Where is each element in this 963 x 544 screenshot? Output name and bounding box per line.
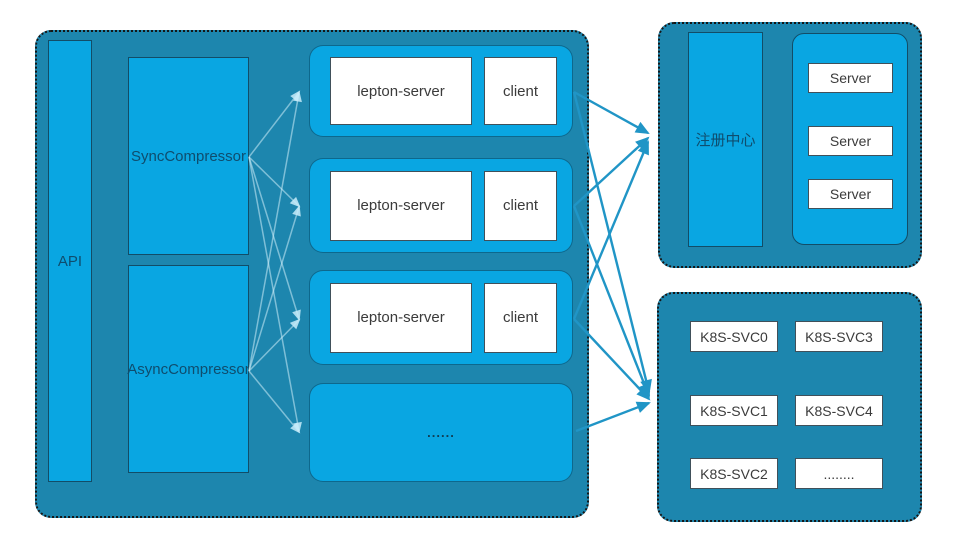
lepton-server-label: lepton-server — [357, 309, 445, 326]
async-compressor-label: AsyncCompressor — [127, 360, 250, 378]
ellipsis-row: ...... — [309, 383, 573, 482]
worker-row-2: lepton-server client — [309, 158, 573, 253]
k8s-service-box-svc3: K8S-SVC3 — [795, 321, 883, 352]
k8s-service-box-svc4: K8S-SVC4 — [795, 395, 883, 426]
k8s-service-box-more: ........ — [795, 458, 883, 489]
server-box-1: Server — [808, 63, 893, 93]
api-box: API — [48, 40, 92, 482]
server-box-2: Server — [808, 126, 893, 156]
k8s-service-label: K8S-SVC3 — [805, 328, 873, 345]
k8s-panel: K8S-SVC0 K8S-SVC3 K8S-SVC1 K8S-SVC4 K8S-… — [657, 292, 922, 522]
k8s-service-box-svc0: K8S-SVC0 — [690, 321, 778, 352]
registry-center-box: 注册中心 — [688, 32, 763, 247]
lepton-server-label: lepton-server — [357, 82, 445, 100]
sync-compressor-label: SyncCompressor — [130, 147, 247, 165]
client-box: client — [484, 57, 557, 125]
server-label: Server — [829, 186, 872, 202]
k8s-service-label: K8S-SVC1 — [700, 402, 768, 419]
k8s-service-label: K8S-SVC4 — [805, 402, 873, 419]
lepton-server-box: lepton-server — [330, 57, 472, 125]
worker-row-3: lepton-server client — [309, 270, 573, 365]
worker-row-1: lepton-server client — [309, 45, 573, 137]
api-label: API — [57, 252, 83, 270]
lepton-server-box: lepton-server — [330, 282, 472, 353]
server-box-3: Server — [808, 179, 893, 209]
server-label: Server — [829, 133, 872, 149]
registry-center-label: 注册中心 — [695, 132, 756, 149]
client-label: client — [502, 82, 539, 100]
server-group: Server Server Server — [792, 33, 908, 245]
k8s-service-box-svc1: K8S-SVC1 — [690, 395, 778, 426]
k8s-service-label: K8S-SVC2 — [700, 465, 768, 482]
lepton-server-box: lepton-server — [330, 170, 472, 241]
client-box: client — [484, 170, 557, 241]
async-compressor-box: AsyncCompressor — [127, 265, 250, 473]
sync-compressor-box: SyncCompressor — [128, 57, 249, 255]
server-label: Server — [829, 70, 872, 86]
client-label: client — [502, 309, 539, 326]
k8s-service-label: ........ — [823, 465, 855, 482]
lepton-server-label: lepton-server — [357, 197, 445, 214]
client-label: client — [502, 197, 539, 214]
client-box: client — [484, 282, 557, 353]
k8s-service-box-svc2: K8S-SVC2 — [690, 458, 778, 489]
k8s-service-label: K8S-SVC0 — [700, 328, 768, 345]
ellipsis-label: ...... — [427, 425, 455, 440]
